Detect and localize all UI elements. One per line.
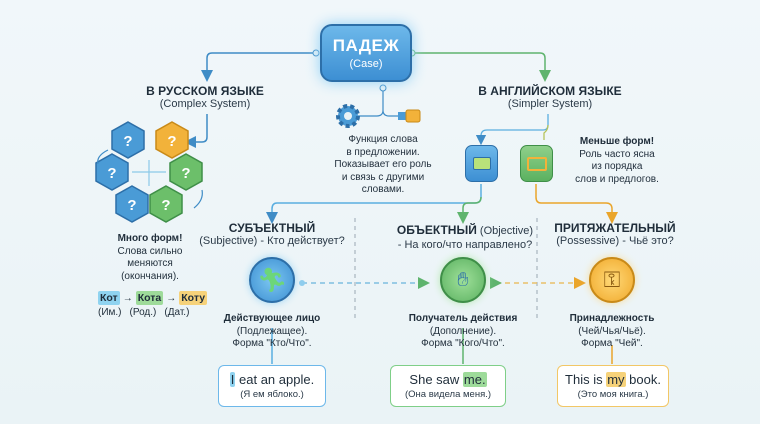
example-highlight: me. <box>462 372 487 387</box>
case-description: Функция слова в предложении. Показывает … <box>323 134 443 197</box>
case-objective-header: ОБЪЕКТНЫЙ (Objective) - На кого/что напр… <box>370 221 560 251</box>
english-note-line: слов и предлогов. <box>575 173 659 185</box>
russian-note-title: Много форм! <box>117 233 183 244</box>
russian-note-line: меняются <box>127 258 173 269</box>
russian-header: В РУССКОМ ЯЗЫКЕ (Complex System) <box>120 84 290 110</box>
case-heading: ОБЪЕКТНЫЙ <box>396 223 477 237</box>
case-desc-line: Форма "Кого/Что". <box>421 338 505 349</box>
hexagon-blue: ? <box>111 121 145 159</box>
russian-heading: В РУССКОМ ЯЗЫКЕ <box>146 84 264 98</box>
hexagon-blue: ? <box>95 153 129 191</box>
example-text: This is <box>565 372 607 387</box>
english-heading: В АНГЛИЙСКОМ ЯЗЫКЕ <box>478 84 622 98</box>
case-subjective-header: СУБЪЕКТНЫЙ (Subjective) - Кто действует? <box>192 221 352 247</box>
title-sub: (Case) <box>349 58 383 70</box>
hexagon-green: ? <box>149 185 183 223</box>
title-main: ПАДЕЖ <box>332 36 400 55</box>
case-desc-line: (Дополнение). <box>429 325 497 337</box>
form-case: (Род.) <box>129 307 157 318</box>
connector-russian <box>201 52 316 82</box>
case-desc-line: (Подлежащее). <box>236 325 308 337</box>
form-case: (Им.) <box>98 307 122 318</box>
case-desc-line: Форма "Чей". <box>581 338 643 349</box>
example-text: book. <box>625 372 661 387</box>
svg-text:?: ? <box>107 165 116 182</box>
example-translation: (Я ем яблоко.) <box>240 389 304 400</box>
english-note-line: Роль часто ясна <box>579 148 655 160</box>
svg-text:?: ? <box>161 197 170 214</box>
example-text: eat an apple. <box>235 372 315 387</box>
svg-text:?: ? <box>167 133 176 150</box>
svg-text:?: ? <box>127 197 136 214</box>
running-person-icon: 🏃︎ <box>249 257 295 303</box>
example-objective: She saw me. (Она видела меня.) <box>390 365 506 407</box>
form-case: (Дат.) <box>164 307 190 318</box>
english-note-line: из порядка <box>591 161 643 172</box>
case-subjective-desc: Действующее лицо (Подлежащее). Форма "Кт… <box>212 313 332 351</box>
case-heading-extra: (Objective) <box>476 225 534 237</box>
hexagon-orange: ? <box>155 121 189 159</box>
case-heading: СУБЪЕКТНЫЙ <box>228 221 316 235</box>
plug-icon <box>398 109 421 123</box>
example-translation: (Это моя книга.) <box>577 389 649 400</box>
english-header: В АНГЛИЙСКОМ ЯЗЫКЕ (Simpler System) <box>455 84 645 110</box>
russian-note: Много форм! Слова сильно меняются (оконч… <box>100 233 200 283</box>
description-line: и связь с другими <box>341 171 425 183</box>
title-box: ПАДЕЖ (Case) <box>320 24 412 82</box>
description-line: словами. <box>361 184 405 195</box>
svg-text:?: ? <box>181 165 190 182</box>
case-desc-line: Форма "Кто/Что". <box>232 338 312 349</box>
case-possessive-desc: Принадлежность (Чей/Чья/Чьё). Форма "Чей… <box>557 313 667 351</box>
form-word: Кот <box>98 291 120 305</box>
english-note: Меньше форм! Роль часто ясна из порядка … <box>562 136 672 186</box>
structure-icon <box>520 145 553 182</box>
hexagon-cluster: ? ? ? ? ? ? <box>95 121 203 223</box>
case-heading: ПРИТЯЖАТЕЛЬНЫЙ <box>554 221 676 235</box>
case-sub: - На кого/что направлено? <box>397 239 533 251</box>
russian-sub: (Complex System) <box>159 98 251 110</box>
case-desc-title: Принадлежность <box>569 313 655 324</box>
key-tag-icon: ⚿ <box>589 257 635 303</box>
form-word: Кота <box>135 291 164 305</box>
description-line: в предложении. <box>346 146 420 158</box>
example-subjective: I eat an apple. (Я ем яблоко.) <box>218 365 326 407</box>
case-desc-title: Действующее лицо <box>223 313 321 324</box>
english-note-title: Меньше форм! <box>579 136 655 147</box>
connector-english <box>412 52 551 82</box>
case-possessive-header: ПРИТЯЖАТЕЛЬНЫЙ (Possessive) - Чьё это? <box>545 221 685 247</box>
hexagon-blue: ? <box>115 185 149 223</box>
example-highlight: I <box>229 372 236 387</box>
example-possessive: This is my book. (Это моя книга.) <box>557 365 669 407</box>
russian-note-line: Слова сильно <box>117 245 183 257</box>
cards-icon <box>465 145 498 182</box>
case-sub: (Subjective) - Кто действует? <box>199 235 345 247</box>
case-desc-line: (Чей/Чья/Чьё). <box>578 325 646 337</box>
english-sub: (Simpler System) <box>507 98 593 110</box>
case-objective-desc: Получатель действия (Дополнение). Форма … <box>398 313 528 351</box>
hand-ball-icon: ✋︎ <box>440 257 486 303</box>
example-text: She saw <box>409 372 463 387</box>
case-sub: (Possessive) - Чьё это? <box>556 235 674 247</box>
gear-icon <box>336 104 360 128</box>
description-line: Показывает его роль <box>334 159 432 170</box>
declension-example: Кот→ Кота→ Коту (Им.) (Род.) (Дат.) <box>98 291 208 318</box>
svg-text:?: ? <box>123 133 132 150</box>
case-desc-title: Получатель действия <box>408 313 518 324</box>
form-word: Коту <box>179 291 208 305</box>
description-line: Функция слова <box>348 134 418 145</box>
example-translation: (Она видела меня.) <box>404 389 492 400</box>
russian-note-line: (окончания). <box>121 270 179 282</box>
hexagon-green: ? <box>169 153 203 191</box>
example-highlight: my <box>606 372 626 387</box>
